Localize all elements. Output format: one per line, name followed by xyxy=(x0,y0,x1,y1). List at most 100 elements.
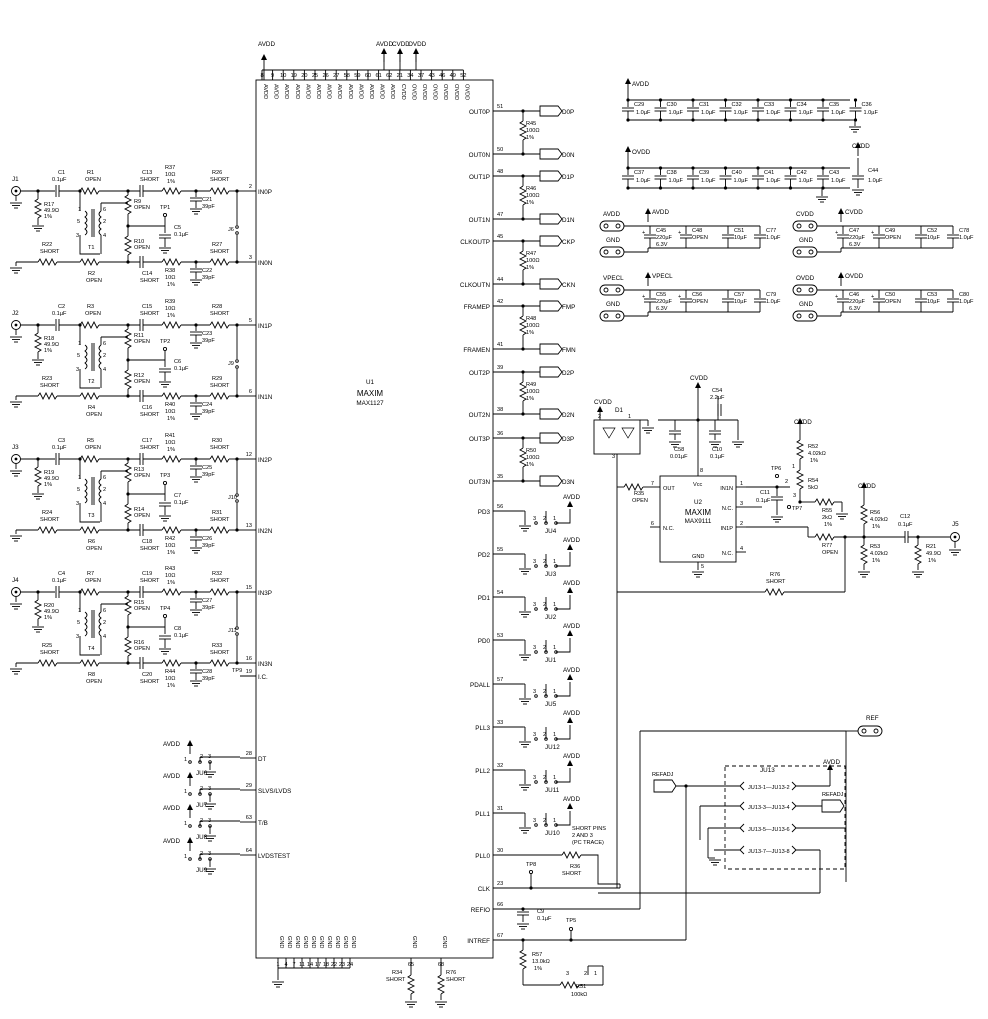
cap-val: 1.0µF xyxy=(734,178,749,184)
output-connector-icon xyxy=(539,343,563,355)
pin-name: FRAMEN xyxy=(463,347,490,354)
cap-val: 1.0µF xyxy=(868,178,883,184)
capacitor-icon xyxy=(643,234,657,239)
ground-icon xyxy=(158,247,172,254)
power-pad-icon xyxy=(599,246,625,258)
pin-name: CLK xyxy=(478,886,491,893)
pin-number: 55 xyxy=(497,547,503,553)
res-val: 100kΩ xyxy=(571,992,587,998)
pin-name: SLVS/LVDS xyxy=(258,788,291,795)
res-val: SHORT xyxy=(40,650,60,656)
res-ref: R23 xyxy=(42,376,52,382)
capacitor-icon xyxy=(654,175,667,180)
res-val: 1% xyxy=(167,550,175,556)
sma-connector-icon xyxy=(11,186,21,196)
pin-number: 44 xyxy=(497,277,503,283)
xfmr-ref: T2 xyxy=(88,379,95,385)
pin-name: IN1N xyxy=(258,394,273,401)
transformer-icon xyxy=(84,210,88,236)
pin-number: 2 xyxy=(249,184,252,190)
cap-label: C51 xyxy=(734,228,744,234)
rail-label: AVDD xyxy=(163,741,180,748)
cap-label: C53 xyxy=(927,292,937,298)
rail-label: AVDD xyxy=(823,759,840,766)
pin-number: 53 xyxy=(497,633,503,639)
capacitor-icon xyxy=(189,598,203,603)
output-connector-icon xyxy=(539,300,563,312)
cap-val: SHORT xyxy=(140,177,160,183)
ground-icon xyxy=(189,342,203,349)
cap-label: C57 xyxy=(734,292,744,298)
pin-name: PD0 xyxy=(478,638,491,645)
pin-number: 45 xyxy=(497,234,503,240)
pin-number: 3 xyxy=(76,634,79,640)
jumper-ref: JU4 xyxy=(545,528,557,535)
res-val: SHORT xyxy=(210,517,230,523)
u2-part: MAX9111 xyxy=(685,518,712,525)
junction-dot xyxy=(626,118,630,122)
capacitor-icon xyxy=(189,536,203,541)
pin-name: GND xyxy=(318,936,324,948)
pin-name: AVDD xyxy=(294,84,300,99)
junction-dot xyxy=(521,239,525,243)
pin-number: 3 xyxy=(533,775,536,781)
junction-dot xyxy=(126,394,130,398)
cap-val: 1.0µF xyxy=(799,178,814,184)
resistor-icon xyxy=(124,462,132,483)
pin-number: 3 xyxy=(793,493,796,499)
res-val: OPEN xyxy=(85,578,101,584)
junction-dot xyxy=(821,98,825,102)
pin-number: 27 xyxy=(333,73,339,79)
capacitor-icon xyxy=(189,669,203,674)
cap-ref: C3 xyxy=(58,438,65,444)
jumper-ref: J6 xyxy=(228,227,234,233)
pin-name: N.C. xyxy=(663,526,675,532)
polarity-mark: + xyxy=(835,230,838,236)
res-val: 1% xyxy=(167,580,175,586)
cap-ref: C26 xyxy=(202,536,212,542)
resistor-icon xyxy=(124,503,132,524)
ground-icon xyxy=(948,549,962,556)
resistor-icon xyxy=(814,498,835,506)
resistor-icon xyxy=(796,439,804,460)
resistor-icon xyxy=(209,392,230,400)
jumper-pin-icon xyxy=(791,845,797,855)
pin-number: 1 xyxy=(553,732,556,738)
pin-number: 1 xyxy=(276,962,279,968)
resistor-icon xyxy=(79,258,100,266)
pin-number: 2 xyxy=(740,521,743,527)
res-val: 100Ω xyxy=(526,258,540,264)
pin-number: 37 xyxy=(418,73,424,79)
res-ref: R30 xyxy=(212,438,222,444)
res-ref: R46 xyxy=(526,186,536,192)
cap-val: 0.1µF xyxy=(52,177,67,183)
capacitor-icon xyxy=(946,234,960,239)
capacitor-icon xyxy=(836,234,850,239)
refadj-connector-icon xyxy=(821,799,845,813)
pin-number: 35 xyxy=(497,474,503,480)
res-ref: R32 xyxy=(212,571,222,577)
cap-ref: C2 xyxy=(58,304,65,310)
res-val: OPEN xyxy=(134,606,150,612)
capacitor-icon xyxy=(686,175,700,180)
res-val: 1% xyxy=(526,396,534,402)
cap-val: 1.0µF xyxy=(766,178,781,184)
res-val: 1% xyxy=(526,265,534,271)
res-val: SHORT xyxy=(766,579,786,585)
cap-label: 6.3V xyxy=(656,306,668,312)
pin-number: 16 xyxy=(246,656,252,662)
pin-number: 34 xyxy=(407,73,413,79)
res-val: 10Ω xyxy=(165,543,175,549)
pin-name: OVDD xyxy=(432,84,438,100)
junction-dot xyxy=(521,217,525,221)
cap-val: SHORT xyxy=(140,546,160,552)
pin-name: LVDSTEST xyxy=(258,853,290,860)
pin-number: 3 xyxy=(740,501,743,507)
cap-ref: C10 xyxy=(712,447,722,453)
jumper-pin xyxy=(188,792,192,796)
capacitor-icon xyxy=(189,465,203,470)
cap-val: 1.0µF xyxy=(864,110,879,116)
res-val: SHORT xyxy=(210,177,230,183)
resistor-icon xyxy=(209,258,230,266)
